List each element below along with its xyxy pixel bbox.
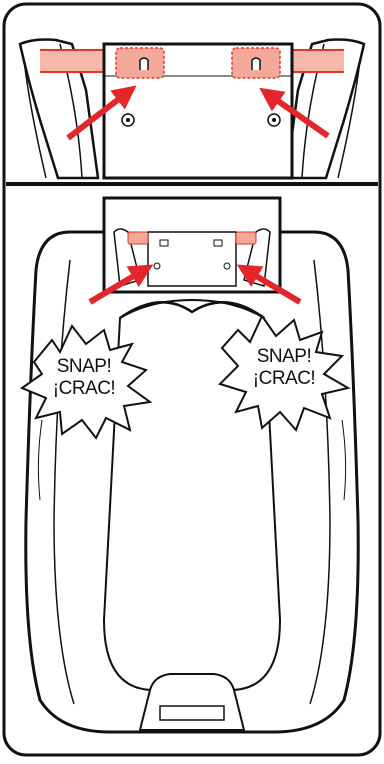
push-arrow-right-small — [236, 264, 302, 305]
seat-cushion — [102, 298, 282, 691]
left-clip-tab-small — [127, 231, 149, 245]
snap-label-left-line2: ¡CRAC! — [52, 378, 116, 399]
snap-label-left: SNAP! ¡CRAC! — [44, 356, 124, 400]
snap-burst-right — [218, 314, 351, 432]
push-arrow-left — [66, 85, 137, 141]
snap-label-right-line2: ¡CRAC! — [252, 368, 316, 389]
seat-overview-panel — [19, 196, 360, 734]
snap-label-left-line1: SNAP! — [56, 356, 112, 377]
bottom-latch — [138, 673, 246, 731]
snap-label-right: SNAP! ¡CRAC! — [244, 346, 324, 390]
push-arrow-left-small — [88, 264, 154, 305]
snap-label-right-line1: SNAP! — [256, 346, 312, 367]
push-arrow-right — [259, 87, 330, 139]
right-clip-tab-small — [235, 231, 257, 245]
snap-burst-left — [19, 324, 153, 440]
closeup-panel — [18, 38, 366, 180]
